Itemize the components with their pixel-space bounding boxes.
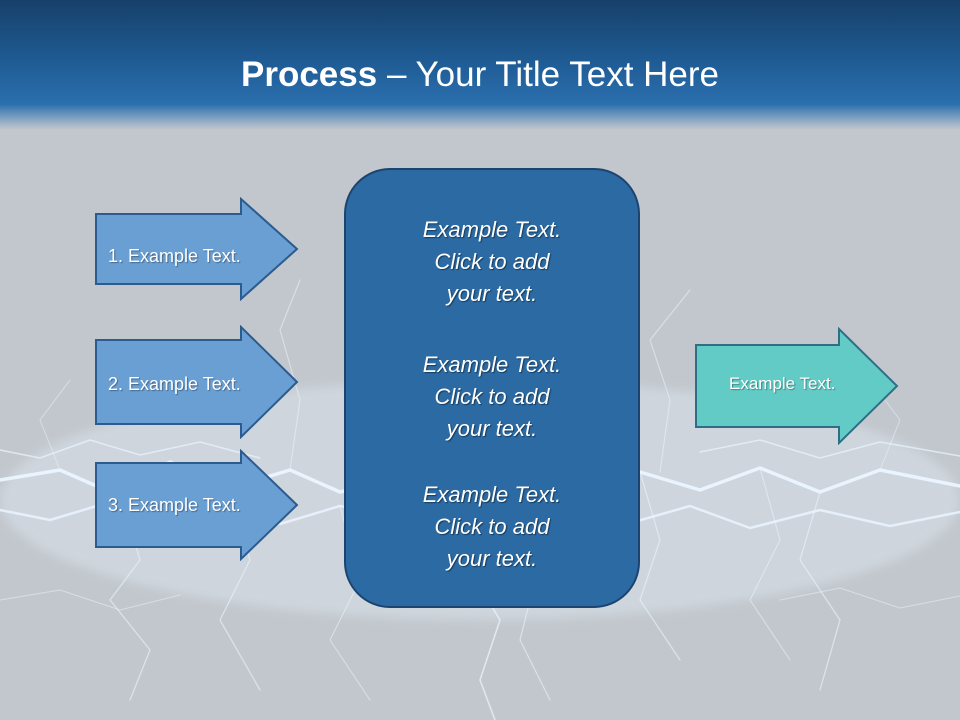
text-line: Example Text. [422, 482, 562, 507]
left-arrow-2[interactable] [94, 325, 300, 439]
text-line: your text. [446, 281, 538, 306]
center-text-block-3: Example Text. Click to add your text. [346, 479, 638, 575]
left-arrow-3-label: 3. Example Text. [108, 495, 241, 515]
title-bar [0, 0, 960, 130]
text-line: Click to add [434, 384, 550, 409]
text-line: Example Text. [422, 352, 562, 377]
text-line: Click to add [434, 249, 550, 274]
right-arrow-label: Example Text. [729, 374, 836, 393]
slide-title: Process – Your Title Text Here [0, 52, 960, 98]
center-text-block-1: Example Text. Click to add your text. [346, 214, 638, 310]
left-arrow-2-label: 2. Example Text. [108, 374, 241, 394]
text-line: Click to add [434, 514, 550, 539]
text-line: your text. [446, 546, 538, 571]
left-arrow-1-label: 1. Example Text. [108, 246, 241, 266]
left-arrow-1[interactable] [94, 197, 300, 301]
title-bold-part: Process [241, 55, 378, 94]
right-arrow[interactable] [694, 327, 900, 445]
text-line: your text. [446, 416, 538, 441]
left-arrow-3[interactable] [94, 449, 300, 561]
text-line: Example Text. [422, 217, 562, 242]
center-text-block-2: Example Text. Click to add your text. [346, 349, 638, 445]
center-text-box[interactable]: Example Text. Click to add your text. Ex… [344, 168, 640, 608]
title-rest-part: – Your Title Text Here [377, 55, 719, 94]
